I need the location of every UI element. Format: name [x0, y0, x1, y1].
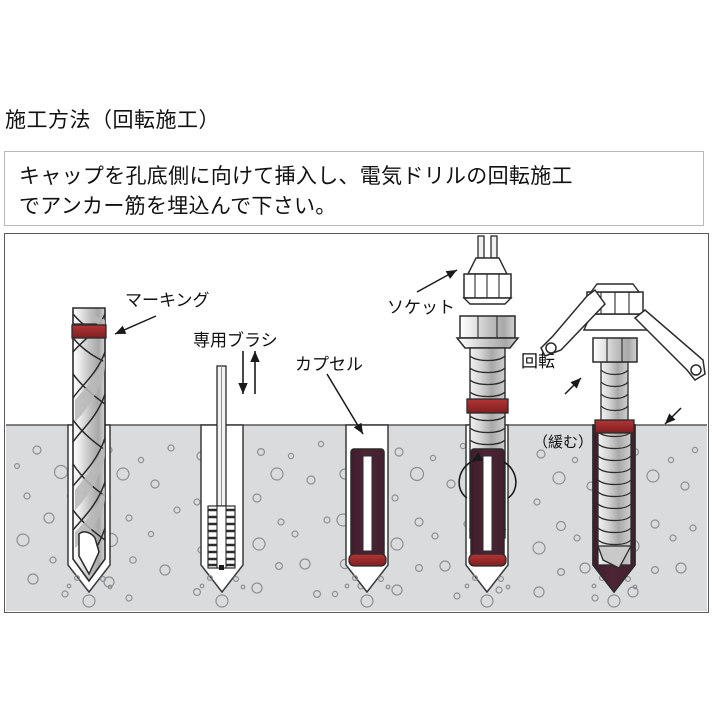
washer: [455, 337, 520, 349]
page-title: 施工方法（回転施工）: [5, 109, 220, 132]
lower-nut: [592, 337, 638, 363]
capsule-cap: [348, 553, 387, 567]
marking-leader-line: [114, 315, 157, 335]
wrench-left: [540, 288, 606, 357]
protruding-rod: [600, 361, 629, 421]
label-capsule: カプセル: [295, 355, 363, 374]
brush-motion-arrows: [238, 351, 260, 394]
step-3-capsule: カプセル: [295, 355, 387, 567]
socket-facets: [474, 274, 500, 298]
instruction-box: キャップを孔底側に向けて挿入し、電気ドリルの回転施工 でアンカー筋を埋込んで下さ…: [4, 151, 704, 226]
socket-bottom: [462, 297, 513, 305]
label-marking: マーキング: [125, 291, 210, 310]
label-socket: ソケット: [387, 298, 455, 317]
step-1-drill-bit: マーキング: [71, 291, 210, 583]
surface-marking-band: [594, 419, 635, 434]
capsule-cap-step4: [468, 553, 507, 567]
installation-diagram: マーキング: [4, 233, 709, 613]
chuck-prong-left: [477, 235, 485, 259]
instruction-line-2: でアンカー筋を埋込んで下さい。: [19, 195, 337, 218]
instruction-line-1: キャップを孔底側に向けて挿入し、電気ドリルの回転施工: [19, 165, 573, 188]
label-brush: 専用ブラシ: [193, 330, 278, 350]
rotation-arrows: [458, 452, 517, 499]
capsule-inner-stripe-step4: [482, 455, 493, 552]
wrench-left-arrow: [564, 377, 582, 395]
embedded-rod-tip: [597, 545, 633, 569]
label-rotation: 回転: [521, 352, 555, 371]
socket-leader-line: [416, 269, 458, 293]
marking-band: [71, 324, 107, 339]
hex-nut: [459, 315, 516, 339]
step-2-cleaning-brush: 専用ブラシ: [193, 330, 278, 570]
aggregate-bottom: [66, 575, 638, 608]
hex-head-top: [589, 283, 641, 293]
protruding-rod-threads: [600, 369, 629, 412]
step-4-anchor-rod-socket: ソケット 回転: [387, 235, 555, 567]
wrench-right: [633, 309, 706, 381]
chuck-prong-right: [490, 235, 498, 259]
hex-nut-facets: [477, 316, 498, 338]
capsule-leader-line: [326, 373, 364, 435]
step-5-anchor-set: （緩む）: [533, 283, 706, 594]
drill-tip: [78, 531, 100, 576]
lower-nut-facets: [606, 338, 623, 362]
socket-taper: [466, 257, 509, 275]
label-loosen: （緩む）: [533, 434, 593, 451]
capsule-inner-stripe: [362, 455, 373, 552]
rod-marking-band: [466, 398, 509, 414]
wrench-right-arrow: [664, 407, 682, 425]
